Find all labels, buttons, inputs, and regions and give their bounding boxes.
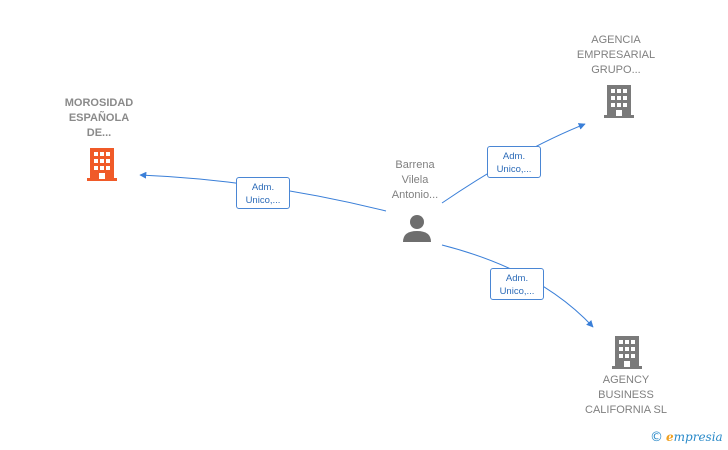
edge-label-line2: Unico,... bbox=[499, 286, 535, 297]
empresia-logo: ©empresia bbox=[650, 430, 723, 445]
company-label-agency[interactable]: AGENCY BUSINESS CALIFORNIA SL bbox=[585, 374, 667, 416]
edge-label-line1: Adm. bbox=[502, 151, 526, 162]
edge-label-agencia[interactable]: Adm. Unico,... bbox=[487, 146, 541, 178]
building-icon[interactable] bbox=[612, 336, 642, 369]
company-label-morosidad[interactable]: MOROSIDAD ESPAÑOLA DE... bbox=[64, 97, 134, 139]
person-icon[interactable] bbox=[403, 215, 431, 242]
copyright-icon: © bbox=[650, 430, 663, 445]
company-label-agencia[interactable]: AGENCIA EMPRESARIAL GRUPO... bbox=[576, 34, 656, 76]
edge-label-morosidad[interactable]: Adm. Unico,... bbox=[236, 177, 290, 209]
brand-name: mpresia bbox=[673, 430, 723, 444]
edge-label-line2: Unico,... bbox=[496, 164, 532, 175]
edge-label-agency[interactable]: Adm. Unico,... bbox=[490, 268, 544, 300]
building-icon[interactable] bbox=[604, 85, 634, 118]
building-icon[interactable] bbox=[87, 148, 117, 181]
edge-label-line2: Unico,... bbox=[245, 195, 281, 206]
edge-label-line1: Adm. bbox=[505, 273, 529, 284]
edge-label-line1: Adm. bbox=[251, 182, 275, 193]
person-label[interactable]: Barrena Vilela Antonio... bbox=[391, 159, 439, 201]
brand-e-letter: e bbox=[666, 430, 674, 444]
